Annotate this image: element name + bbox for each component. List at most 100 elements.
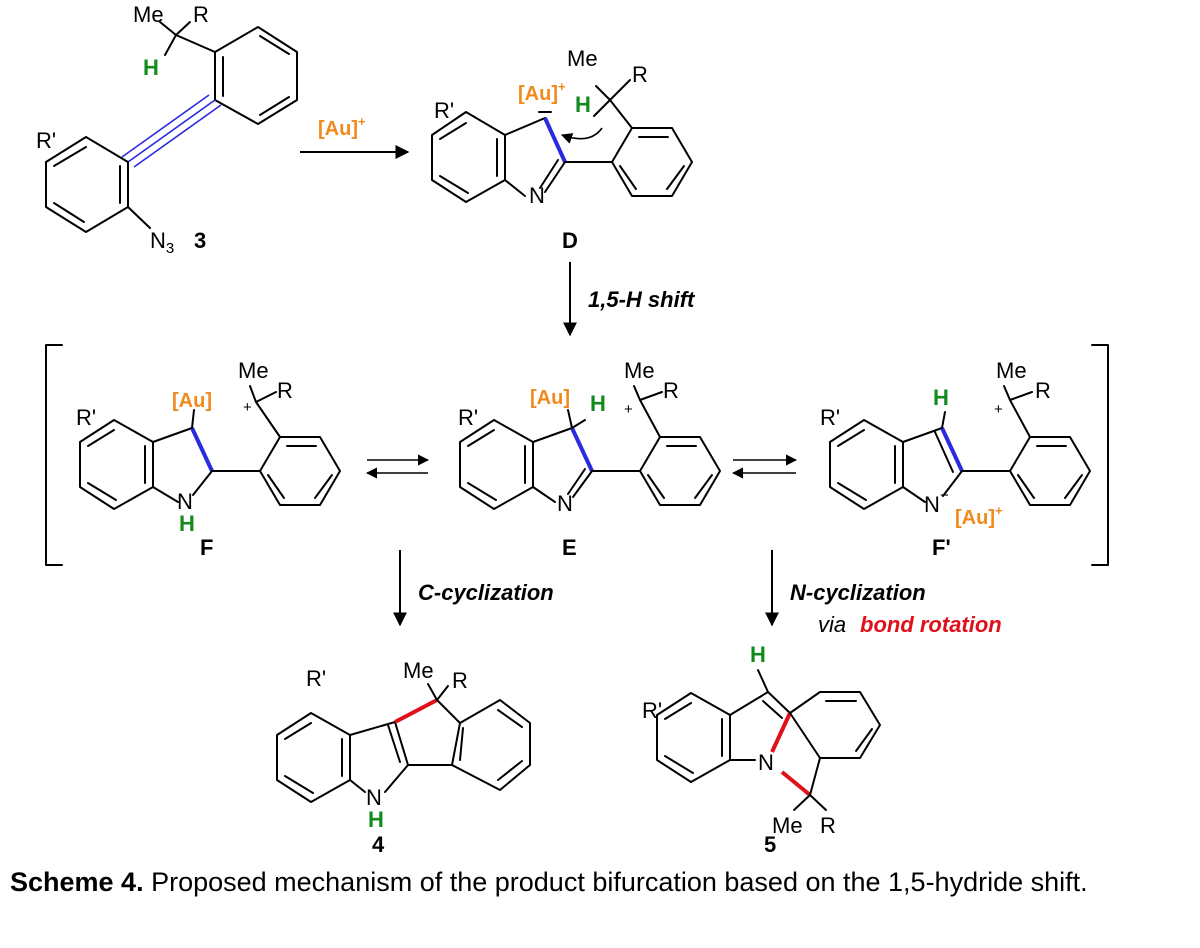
- label-h: H: [933, 385, 949, 410]
- highlight-bond: [570, 427, 594, 472]
- label-h: H: [590, 391, 606, 416]
- label-me: Me: [403, 658, 434, 683]
- caption-label: Scheme 4.: [10, 867, 144, 897]
- label-me: Me: [996, 358, 1027, 383]
- me-bond: [159, 21, 177, 36]
- aryl-ring: [451, 699, 531, 791]
- left-bracket: [45, 344, 63, 566]
- label-minus: −: [940, 487, 949, 504]
- label-r-prime: R': [434, 98, 454, 123]
- compound-label-3: 3: [194, 228, 206, 253]
- indole-n-bond: [770, 712, 792, 753]
- label-r-prime: R': [306, 666, 326, 691]
- label-r: R: [193, 2, 209, 27]
- highlight-bond: [940, 427, 964, 472]
- arrow-c-cyclization: C-cyclization: [393, 550, 554, 627]
- n-cyclization-label: N-cyclization: [790, 580, 926, 605]
- azide-bond: [127, 206, 151, 229]
- benzylic-bond: [175, 34, 216, 53]
- label-r: R: [1035, 378, 1051, 403]
- product-4: N H Me R R' 4: [276, 658, 531, 857]
- bond-rotation-label: bond rotation: [860, 612, 1002, 637]
- label-n3: N3: [150, 228, 174, 257]
- benzo-ring: [829, 419, 904, 510]
- label-r-prime: R': [76, 405, 96, 430]
- label-au: [Au]+: [518, 79, 566, 105]
- label-n: N: [758, 750, 774, 775]
- product-5: H N Me R R' 5: [642, 642, 881, 857]
- label-n: N: [177, 489, 193, 514]
- compound-label-D: D: [562, 228, 578, 253]
- caption-text: Proposed mechanism of the product bifurc…: [143, 867, 1088, 897]
- h-bond: [164, 34, 177, 56]
- shift-label: 1,5-H shift: [588, 287, 696, 312]
- ring-lower: [45, 136, 129, 233]
- compound-label-E: E: [562, 535, 577, 560]
- indole-double-bond: [387, 721, 409, 766]
- indole-double-bond: [762, 691, 791, 719]
- label-r-prime: R': [642, 698, 662, 723]
- new-c-n-bond: [780, 770, 812, 797]
- intermediate-E: N Me R + [Au] H R' E: [458, 358, 721, 560]
- aryl-ring: [259, 436, 341, 506]
- benzo-ring: [431, 111, 506, 203]
- label-r-prime: R': [458, 405, 478, 430]
- label-r: R: [820, 813, 836, 838]
- intermediate-F: N H Me R + [Au] R' F: [76, 358, 341, 560]
- label-au: [Au]+: [955, 503, 1003, 529]
- aryl-ring: [1009, 436, 1091, 506]
- new-c-c-bond: [394, 698, 438, 724]
- r-bond: [175, 21, 191, 36]
- label-au: [Au]: [172, 390, 212, 412]
- aryl-ring: [789, 691, 881, 796]
- scheme-caption: Scheme 4. Proposed mechanism of the prod…: [10, 864, 1180, 900]
- benzo-ring: [79, 419, 154, 510]
- aryl-ring: [639, 436, 721, 506]
- intermediate-F-prime: N − [Au]+ H Me R + R' F': [820, 358, 1091, 560]
- label-r: R: [663, 378, 679, 403]
- label-h: H: [179, 511, 195, 536]
- label-h: H: [368, 807, 384, 832]
- label-n: N: [529, 183, 545, 208]
- hydride-arrow: [560, 127, 603, 144]
- label-me: Me: [238, 358, 269, 383]
- equilibrium-F-E: [365, 454, 430, 479]
- right-bracket: [1091, 344, 1109, 566]
- label-r-prime: R': [820, 405, 840, 430]
- alkyne-triple-bond: [121, 94, 222, 168]
- compound-label-F-prime: F': [932, 535, 951, 560]
- label-r: R: [277, 378, 293, 403]
- intermediate-D: N Me R [Au]+ H R' D: [431, 46, 693, 253]
- label-me: Me: [133, 2, 164, 27]
- c-cyclization-label: C-cyclization: [418, 580, 554, 605]
- label-me: Me: [772, 813, 803, 838]
- label-me: Me: [624, 358, 655, 383]
- label-h: H: [143, 55, 159, 80]
- via-label: via: [818, 612, 846, 637]
- label-plus: +: [243, 399, 252, 416]
- benzo-ring: [276, 712, 351, 803]
- arrow-3-to-D: [Au]+: [300, 114, 410, 159]
- compound-label-5: 5: [764, 832, 776, 857]
- ring-upper: [214, 26, 298, 125]
- label-h: H: [575, 92, 591, 117]
- benzo-ring: [459, 419, 534, 510]
- label-me: Me: [567, 46, 598, 71]
- aryl-ring: [611, 127, 693, 197]
- highlight-bond: [190, 427, 214, 472]
- equilibrium-E-Fp: [731, 454, 798, 479]
- label-h: H: [750, 642, 766, 667]
- arrow-n-cyclization: N-cyclization via bond rotation: [765, 550, 1002, 637]
- label-plus: +: [994, 401, 1003, 418]
- label-r: R: [632, 62, 648, 87]
- compound-label-4: 4: [372, 832, 385, 857]
- label-r: R: [452, 668, 468, 693]
- compound-3: Me R H R' N3 3: [36, 2, 298, 257]
- reagent-label: [Au]+: [318, 114, 366, 140]
- reaction-scheme: Me R H R' N3 3 [Au]+ N: [36, 2, 1109, 857]
- compound-label-F: F: [200, 535, 213, 560]
- label-n: N: [924, 492, 940, 517]
- arrow-D-to-E: 1,5-H shift: [563, 262, 696, 337]
- label-au: [Au]: [530, 387, 570, 409]
- label-n: N: [557, 491, 573, 516]
